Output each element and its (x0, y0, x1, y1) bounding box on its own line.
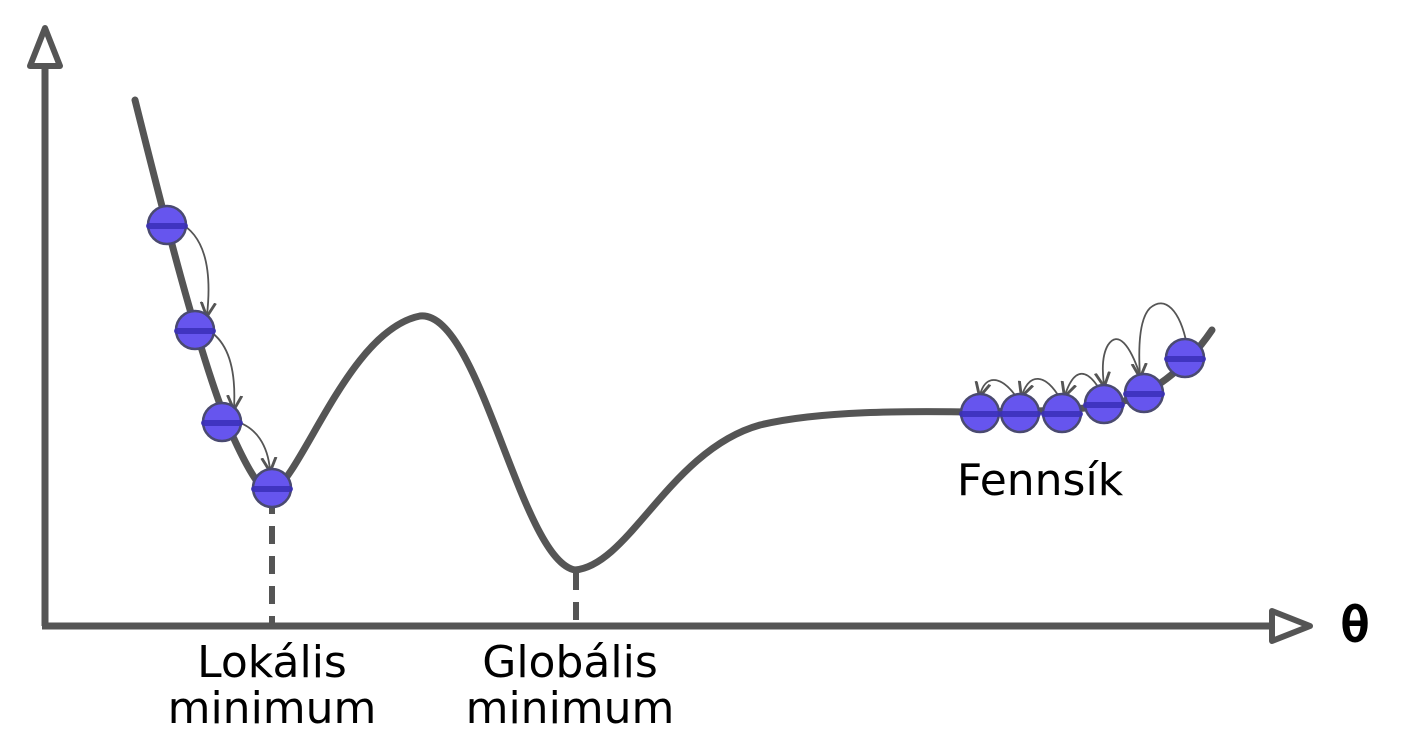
local-minimum-label: Lokális minimum (142, 640, 402, 732)
global-minimum-line1: Globális (482, 637, 658, 688)
local-minimum-line2: minimum (167, 683, 377, 734)
x-axis-label: θ (1340, 596, 1371, 654)
ball-marker (201, 401, 243, 443)
axis-arrow-up-icon (27, 25, 63, 69)
descent-step-arrows (177, 221, 1188, 470)
ball-marker (1123, 372, 1165, 414)
ball-marker (1083, 383, 1125, 425)
step-arrow-icon (1139, 302, 1188, 376)
ball-marker (1041, 392, 1083, 434)
ball-marker (174, 309, 216, 351)
ball-marker (146, 204, 188, 246)
global-minimum-label: Globális minimum (440, 640, 700, 732)
local-minimum-line1: Lokális (197, 637, 347, 688)
ball-marker (1164, 337, 1206, 379)
step-arrow-icon (980, 379, 1016, 395)
ball-marker (251, 467, 293, 509)
plateau-label: Fennsík (956, 455, 1124, 506)
axis-arrow-right-icon (1269, 608, 1313, 644)
gradient-descent-balls (146, 204, 1206, 509)
step-arrow-icon (1103, 338, 1141, 385)
step-arrow-icon (1022, 377, 1059, 395)
ball-marker (999, 392, 1041, 434)
ball-marker (959, 392, 1001, 434)
global-minimum-line2: minimum (465, 683, 675, 734)
step-arrow-icon (1065, 373, 1101, 395)
